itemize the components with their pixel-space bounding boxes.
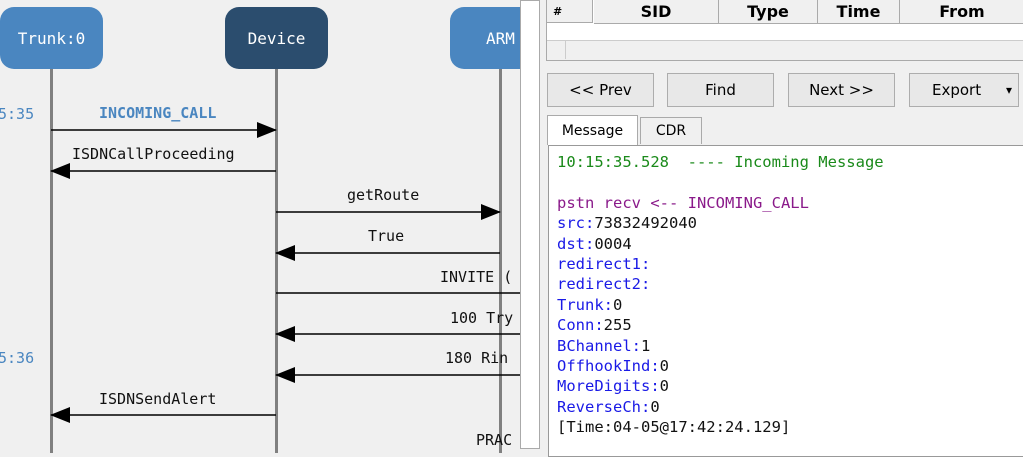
message-label[interactable]: ISDNCallProceeding bbox=[72, 145, 235, 163]
lifeline-trunk bbox=[50, 69, 53, 453]
field-key: redirect2: bbox=[557, 275, 651, 294]
timestamp: 5:35 bbox=[0, 105, 35, 123]
tab-cdr[interactable]: CDR bbox=[640, 117, 702, 144]
next-button[interactable]: Next >> bbox=[788, 73, 895, 107]
session-table[interactable]: # SID Type Time From bbox=[546, 0, 1023, 61]
field-key: src: bbox=[557, 214, 595, 233]
field-value: 0 bbox=[659, 357, 669, 376]
message-field: Conn:255 bbox=[557, 315, 1019, 335]
message-field: dst:0004 bbox=[557, 234, 1019, 254]
arrows bbox=[50, 122, 520, 423]
horizontal-scrollbar[interactable] bbox=[547, 40, 1023, 60]
message-label[interactable]: INCOMING_CALL bbox=[99, 104, 217, 122]
field-key: BChannel: bbox=[557, 336, 641, 355]
message-field: src:73832492040 bbox=[557, 213, 1019, 233]
actor-device[interactable]: Device bbox=[225, 7, 328, 69]
message-field: MoreDigits:0 bbox=[557, 376, 1019, 396]
message-field: BChannel:1 bbox=[557, 336, 1019, 356]
message-direction: pstn recv <-- INCOMING_CALL bbox=[557, 193, 809, 212]
splitter-scrollbar[interactable] bbox=[520, 0, 540, 449]
field-value: 0 bbox=[650, 397, 660, 416]
message-label[interactable]: ISDNSendAlert bbox=[99, 390, 217, 408]
field-key: ReverseCh: bbox=[557, 397, 651, 416]
message-label[interactable]: 100 Try bbox=[450, 309, 514, 327]
message-field: redirect1: bbox=[557, 254, 1019, 274]
message-label[interactable]: 180 Rin bbox=[445, 349, 509, 367]
column-header-type[interactable]: Type bbox=[719, 0, 818, 24]
dropdown-arrow-icon[interactable]: ▾ bbox=[1005, 83, 1012, 97]
message-text-area[interactable]: 10:15:35.528 ---- Incoming Message pstn … bbox=[548, 145, 1023, 457]
field-key: dst: bbox=[557, 234, 595, 253]
field-key: Conn: bbox=[557, 316, 604, 335]
message-label[interactable]: INVITE ( bbox=[440, 268, 513, 286]
field-key: Trunk: bbox=[557, 295, 613, 314]
field-value: 0004 bbox=[594, 234, 632, 253]
message-label[interactable]: True bbox=[368, 227, 405, 245]
export-button[interactable]: Export ▾ bbox=[909, 73, 1019, 107]
field-key: OffhookInd: bbox=[557, 357, 660, 376]
tab-message[interactable]: Message bbox=[547, 115, 638, 145]
export-label: Export bbox=[932, 81, 982, 99]
message-field: Trunk:0 bbox=[557, 295, 1019, 315]
message-field: OffhookInd:0 bbox=[557, 356, 1019, 376]
prev-button[interactable]: << Prev bbox=[547, 73, 654, 107]
timestamp: 5:36 bbox=[0, 349, 35, 367]
field-key: redirect1: bbox=[557, 255, 651, 274]
lifeline-arm bbox=[499, 69, 502, 453]
message-footer: [Time:04-05@17:42:24.129] bbox=[557, 418, 791, 437]
message-field: ReverseCh:0 bbox=[557, 397, 1019, 417]
lifeline-device bbox=[275, 69, 278, 453]
field-value: 73832492040 bbox=[594, 214, 697, 233]
field-value: 1 bbox=[641, 336, 651, 355]
column-header-from[interactable]: From bbox=[900, 0, 1023, 24]
column-header-sid[interactable]: SID bbox=[594, 0, 719, 24]
message-field: redirect2: bbox=[557, 274, 1019, 294]
column-header-time[interactable]: Time bbox=[818, 0, 900, 24]
field-value: 255 bbox=[603, 316, 632, 335]
actor-trunk[interactable]: Trunk:0 bbox=[0, 7, 103, 69]
column-header-number[interactable]: # bbox=[547, 0, 593, 23]
detail-panel: # SID Type Time From << Prev Find Next >… bbox=[540, 0, 1023, 457]
scroll-left-icon[interactable] bbox=[547, 41, 566, 59]
field-key: MoreDigits: bbox=[557, 377, 660, 396]
field-value: 0 bbox=[613, 295, 623, 314]
field-value: 0 bbox=[659, 377, 669, 396]
message-label[interactable]: getRoute bbox=[347, 186, 420, 204]
find-button[interactable]: Find bbox=[667, 73, 774, 107]
message-label[interactable]: PRAC bbox=[476, 431, 513, 449]
sequence-diagram[interactable]: Trunk:0 Device ARM 5:35 5:36 INCOMING_CA… bbox=[0, 0, 520, 453]
actor-arm[interactable]: ARM bbox=[450, 7, 520, 69]
message-header: 10:15:35.528 ---- Incoming Message bbox=[557, 153, 884, 171]
